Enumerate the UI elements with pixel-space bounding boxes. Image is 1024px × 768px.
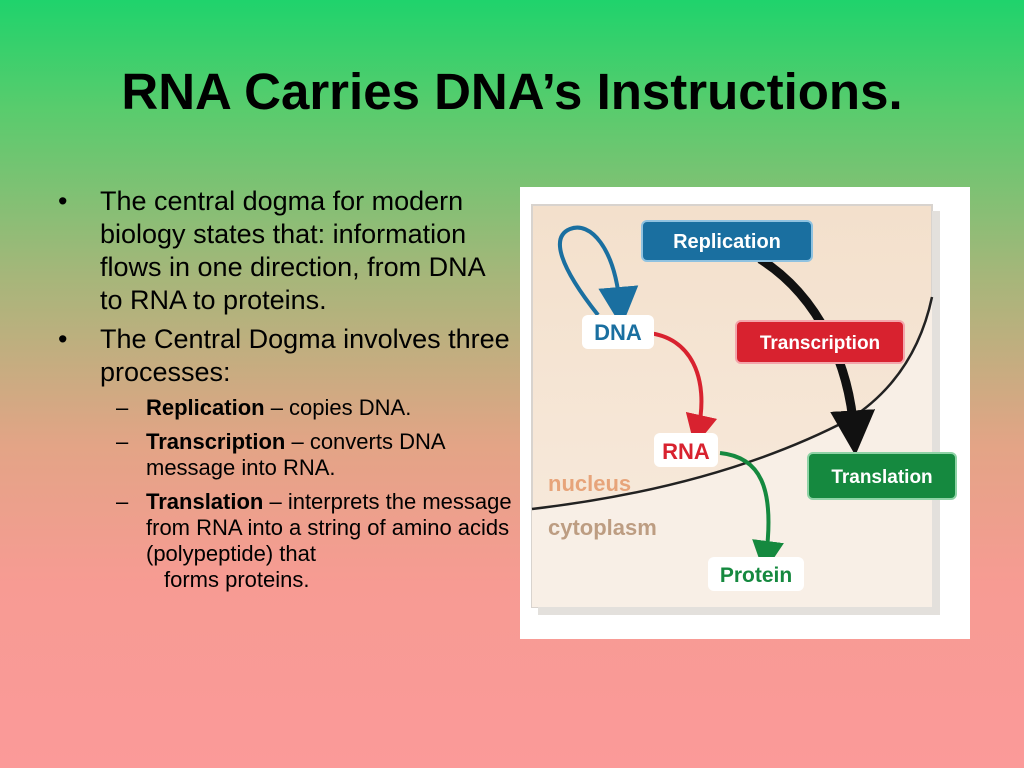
- slide-title: RNA Carries DNA’s Instructions.: [121, 63, 903, 120]
- dna-label-bg: [582, 315, 654, 349]
- term-translation: Translation: [146, 489, 264, 514]
- replication-label: Replication: [673, 231, 781, 253]
- translation-label: Translation: [831, 467, 932, 488]
- nuclear-membrane: [531, 296, 934, 511]
- transcription-label: Transcription: [760, 333, 880, 354]
- panel-shadow: [932, 211, 940, 611]
- bullet-text: The central dogma for modern biology sta…: [100, 186, 485, 315]
- nucleus-label: nucleus: [548, 471, 631, 496]
- sub-item-replication: – Replication – copies DNA.: [104, 395, 513, 421]
- bullet-item: • The central dogma for modern biology s…: [58, 185, 513, 317]
- protein-label: Protein: [720, 564, 792, 587]
- sub-item-text: – converts DNA message into RNA.: [146, 429, 445, 480]
- bullet-item: • The Central Dogma involves three proce…: [58, 323, 513, 389]
- bullet-text: The Central Dogma involves three process…: [100, 324, 510, 387]
- dash-marker: –: [116, 489, 129, 514]
- bullet-marker: •: [58, 324, 68, 354]
- replication-box: [641, 220, 813, 262]
- replication-arrow: [557, 225, 639, 327]
- sub-item-translation: – Translation – interprets the message f…: [104, 489, 513, 593]
- sub-item-text: – copies DNA.: [264, 395, 412, 420]
- translation-arrow: [719, 451, 784, 573]
- dash-marker: –: [116, 395, 129, 420]
- rna-label-bg: [654, 433, 718, 467]
- dash-marker: –: [116, 429, 129, 454]
- sub-list: – Replication – copies DNA. – Transcript…: [58, 395, 513, 593]
- central-dogma-diagram: Replication Transcription Translation DN…: [520, 187, 970, 639]
- bullet-marker: •: [58, 186, 68, 216]
- transcription-box: [735, 320, 905, 364]
- sub-item-text: – interprets the message from RNA into a…: [146, 489, 512, 566]
- bullet-list: • The central dogma for modern biology s…: [58, 185, 513, 601]
- term-transcription: Transcription: [146, 429, 286, 454]
- rna-label: RNA: [662, 439, 710, 464]
- term-replication: Replication: [146, 395, 265, 420]
- protein-label-bg: [708, 557, 804, 591]
- transcription-arrow: [647, 331, 718, 447]
- sub-item-continuation: forms proteins.: [164, 567, 310, 592]
- panel-shadow: [538, 607, 940, 615]
- dna-label: DNA: [594, 320, 642, 345]
- cytoplasm-area: [532, 297, 932, 607]
- sub-item-transcription: – Transcription – converts DNA message i…: [104, 429, 513, 481]
- translation-box: [807, 452, 957, 500]
- diagram-canvas: Replication Transcription Translation DN…: [531, 204, 957, 615]
- cytoplasm-label: cytoplasm: [548, 515, 657, 540]
